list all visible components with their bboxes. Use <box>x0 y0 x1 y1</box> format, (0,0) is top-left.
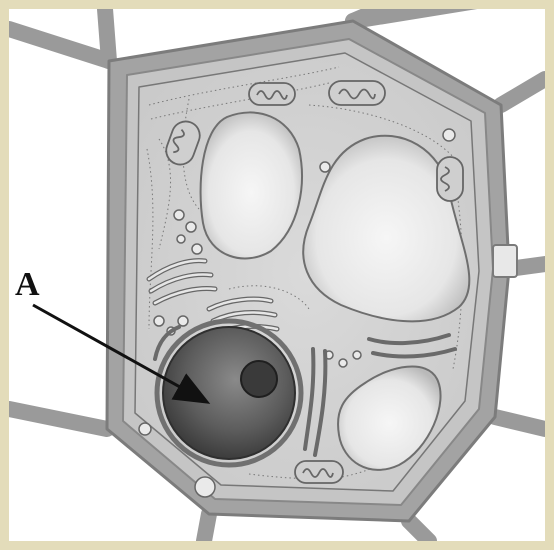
mitochondrion <box>329 81 385 105</box>
mitochondrion <box>249 83 295 105</box>
mitochondrion <box>437 157 463 201</box>
plasmodesma <box>493 245 517 277</box>
label-a: A <box>15 266 40 303</box>
mitochondrion <box>295 461 343 483</box>
nucleus <box>157 321 301 465</box>
plant-cell-diagram: A <box>9 9 545 541</box>
diagram-canvas: A <box>9 9 545 541</box>
nucleolus <box>241 361 277 397</box>
